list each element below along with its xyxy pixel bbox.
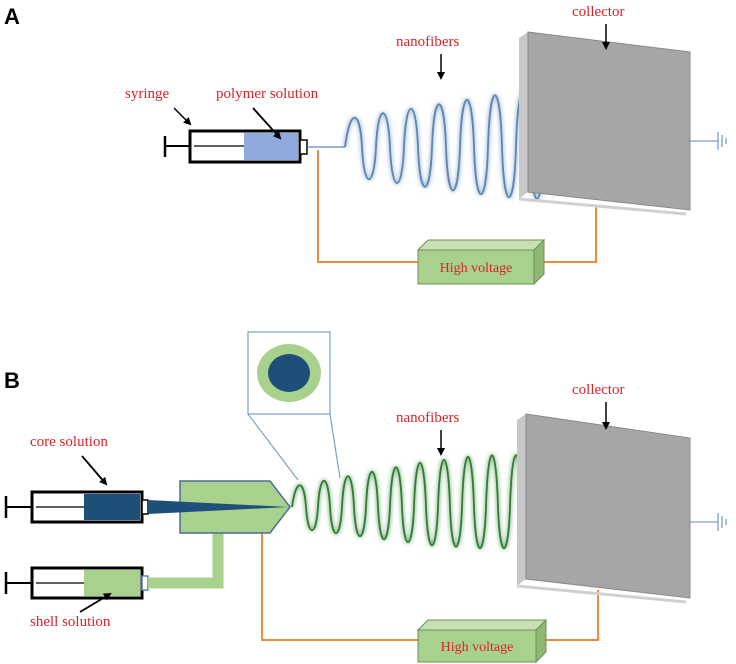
panel-b-core-syringe	[4, 490, 149, 524]
panel-b-shell-solution-label: shell solution	[30, 614, 111, 630]
panel-a-high-voltage-label: High voltage	[440, 261, 513, 276]
panel-b-circuit-wire	[261, 530, 599, 641]
panel-b-shell-syringe	[4, 566, 149, 600]
panel-b-coaxial-nozzle	[148, 480, 291, 534]
panel-b-cross-section-inset	[247, 331, 341, 481]
panel-b-nanofibers-label: nanofibers	[396, 410, 459, 426]
panel-b-nanofiber	[291, 454, 554, 549]
panel-a: A	[4, 4, 727, 286]
panel-a-syringe-label: syringe	[125, 86, 170, 102]
panel-a-nanofibers-label: nanofibers	[396, 34, 459, 50]
panel-b-collector	[516, 413, 691, 604]
panel-b-core-solution-label: core solution	[30, 434, 108, 450]
panel-a-polymer-solution-label: polymer solution	[216, 86, 319, 102]
panel-a-syringe	[163, 129, 345, 164]
panel-a-ground-icon	[690, 132, 727, 150]
panel-b-collector-label: collector	[572, 382, 624, 398]
panel-b-high-voltage-box: High voltage	[416, 618, 548, 664]
panel-b-letter: B	[4, 368, 20, 393]
panel-a-polymer-solution	[244, 133, 298, 160]
panel-a-high-voltage-box: High voltage	[416, 238, 546, 286]
panel-a-collector	[518, 31, 691, 216]
panel-b-core-cross-section	[268, 354, 310, 392]
panel-a-circuit-wire	[317, 150, 597, 263]
panel-b-shell-solution	[84, 570, 140, 596]
panel-b-shell-feed-tube	[148, 533, 224, 589]
panel-b-core-solution	[84, 494, 140, 520]
panel-b-high-voltage-label: High voltage	[441, 640, 514, 655]
panel-a-letter: A	[4, 4, 20, 29]
panel-b: B	[4, 331, 727, 664]
panel-b-ground-icon	[690, 513, 727, 531]
panel-a-collector-label: collector	[572, 4, 624, 20]
